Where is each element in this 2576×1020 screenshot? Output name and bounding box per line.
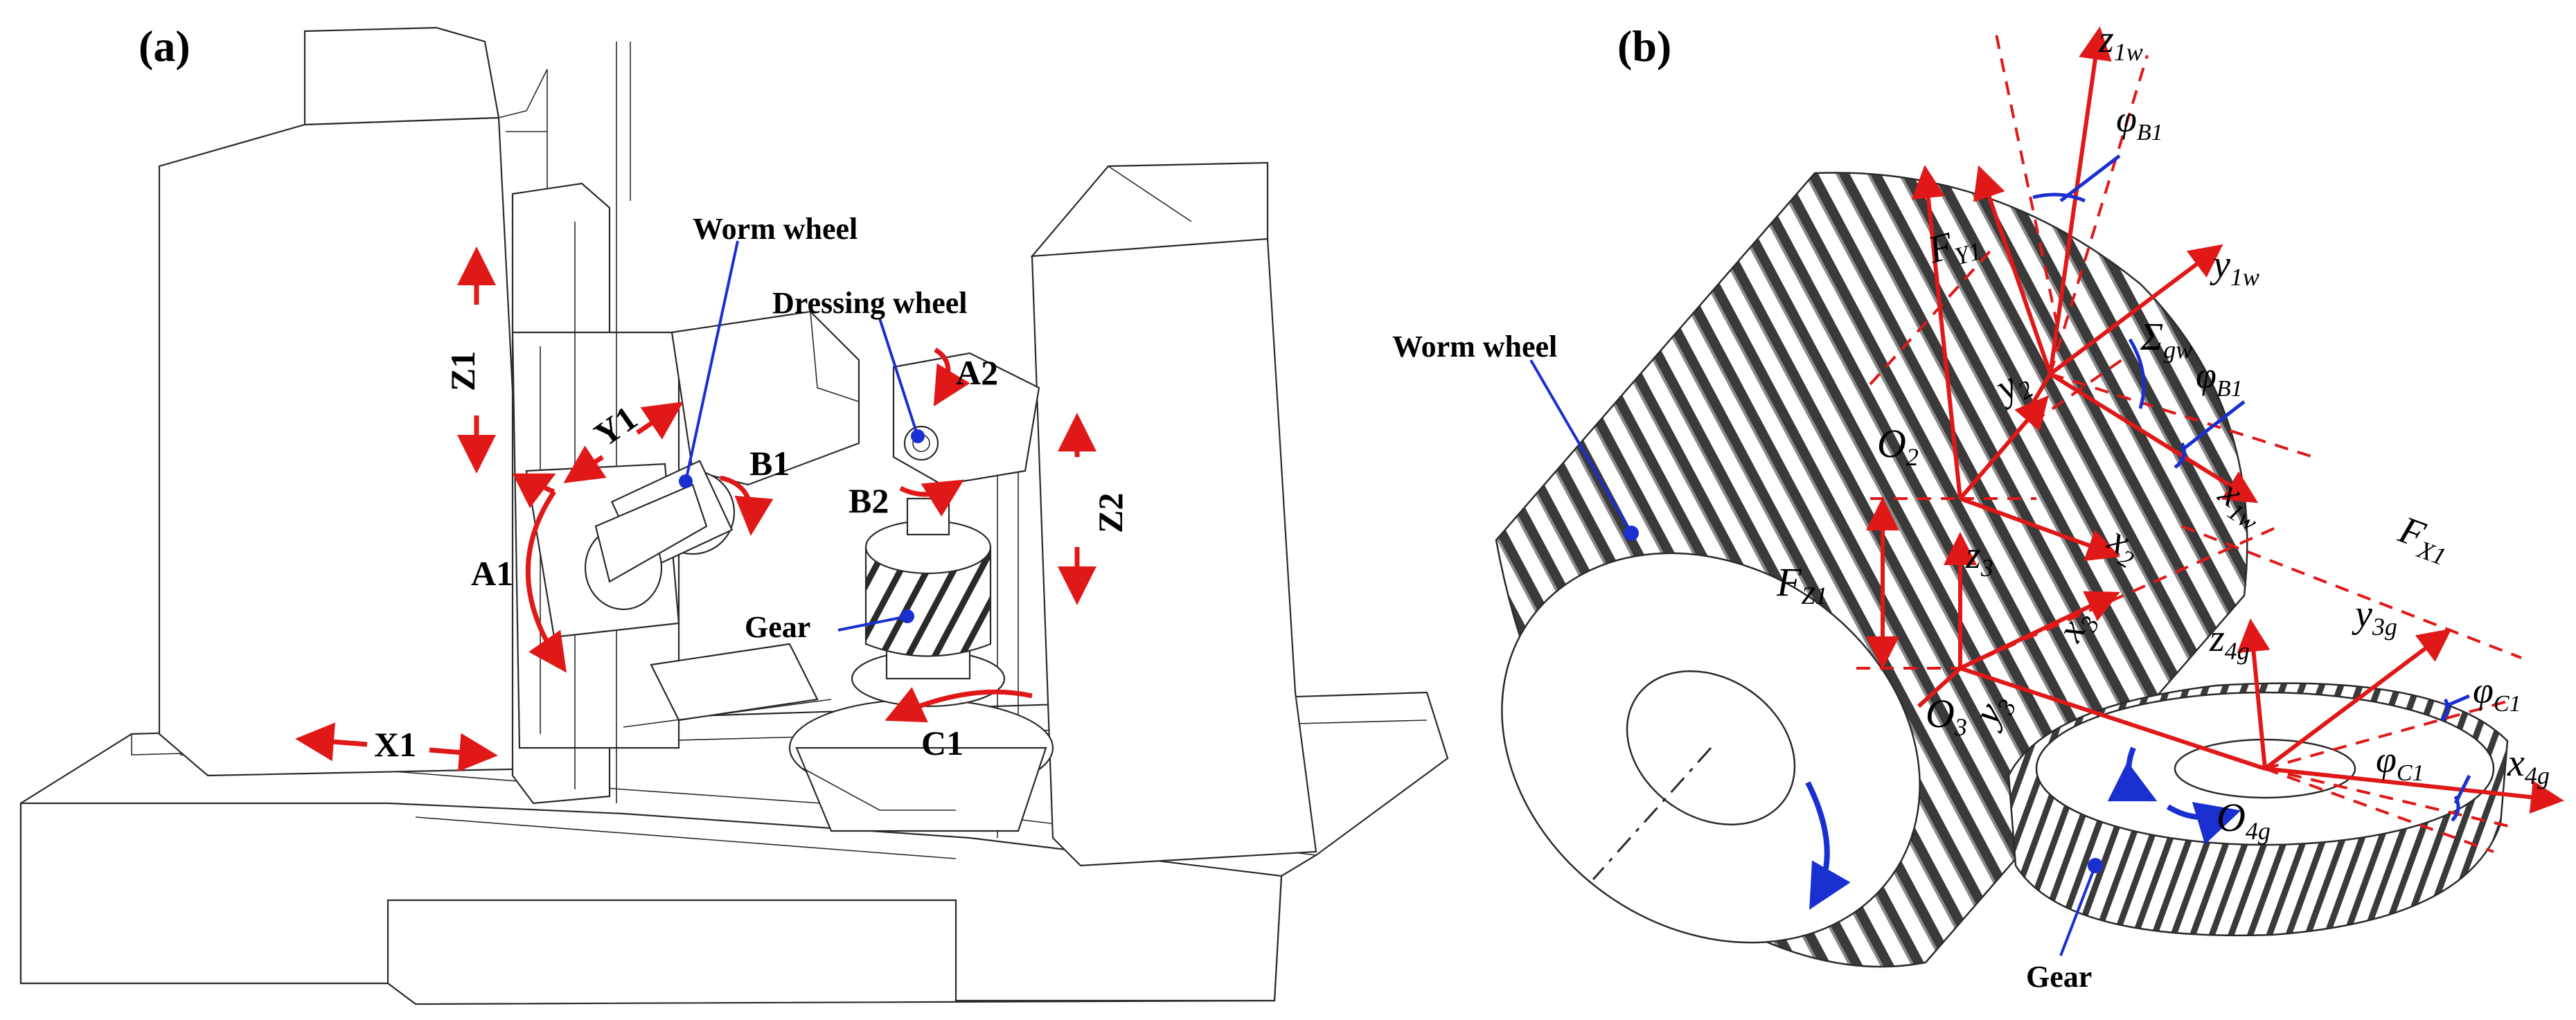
callouts-b — [1529, 359, 2103, 956]
a2-arrow — [933, 347, 970, 407]
b2-arrow — [899, 479, 964, 517]
axis-y1w — [2049, 244, 2223, 376]
gear-assembly — [788, 497, 1054, 832]
axis-fy1 — [1911, 165, 1962, 499]
b1-arrow — [720, 475, 774, 536]
c1-arrow — [885, 687, 1033, 723]
a1-arrow — [525, 490, 567, 673]
sym-z3: z3 — [1965, 534, 1993, 582]
sym-O3: O3 — [1926, 691, 1967, 741]
floor-details — [623, 643, 956, 811]
sym-phiC1-top: φC1 — [2473, 670, 2521, 717]
y1-arrow — [563, 445, 607, 483]
panel-a-tag: (a) — [139, 21, 190, 71]
sym-y3g: y3g — [2352, 593, 2397, 641]
sym-x4g: x4g — [2507, 742, 2550, 789]
axis-z1w — [2048, 26, 2112, 375]
left-column — [158, 26, 680, 805]
motion-arrows-a — [295, 247, 1096, 772]
axis-x1w — [2049, 372, 2259, 503]
label-z2: Z2 — [1091, 493, 1130, 533]
panel-b: (b) — [1392, 18, 2564, 994]
label-gear-a: Gear — [745, 610, 810, 644]
sym-FX1: FX1 — [2391, 508, 2456, 571]
callouts-a — [679, 240, 925, 632]
label-c1: C1 — [921, 724, 963, 762]
sym-z4g: z4g — [2209, 617, 2250, 665]
sym-FY1: FY1 — [1923, 217, 1984, 277]
axis-o3-o4g — [1960, 666, 2266, 771]
sym-z1w: z1w — [2098, 18, 2143, 66]
axis-y2 — [1958, 395, 2049, 500]
sym-phiB1-top: φB1 — [2116, 98, 2163, 145]
axis-y3 — [1917, 666, 1962, 708]
label-gear-b: Gear — [2026, 960, 2092, 994]
coordinate-frames — [1856, 26, 2564, 853]
sym-phiB1-mid: φB1 — [2196, 355, 2243, 402]
label-worm-wheel-a: Worm wheel — [693, 212, 858, 246]
x1-arrow — [295, 722, 368, 762]
label-worm-wheel-b: Worm wheel — [1392, 330, 1557, 364]
right-column — [997, 161, 1317, 867]
label-a1: A1 — [471, 554, 513, 593]
label-z1: Z1 — [443, 351, 482, 391]
axis-x2 — [1959, 496, 2121, 562]
axis-x4g — [2264, 767, 2564, 814]
label-a2: A2 — [956, 353, 998, 392]
axis-y3g — [2264, 628, 2452, 771]
panel-b-tag: (b) — [1617, 21, 1671, 71]
sym-y1w: y1w — [2210, 243, 2259, 291]
label-b2: B2 — [849, 481, 889, 520]
sym-phiC1-bot: φC1 — [2376, 739, 2424, 786]
angle-marks — [2032, 154, 2471, 822]
worm-spindle — [584, 310, 860, 611]
label-b1: B1 — [749, 444, 790, 483]
label-x1: X1 — [374, 725, 416, 764]
axis-z4g — [2237, 618, 2271, 769]
labels-a: Worm wheel Dressing wheel Gear Z1 Y1 B1 … — [374, 212, 1130, 764]
panel-a: (a) — [19, 21, 1449, 1005]
sym-O2: O2 — [1877, 421, 1919, 471]
label-dressing-wheel: Dressing wheel — [772, 286, 968, 320]
sym-sigma-gw: Σgw — [2140, 316, 2192, 364]
sym-O4g: O4g — [2217, 795, 2271, 845]
sym-FZ1: FZ1 — [1776, 560, 1827, 609]
